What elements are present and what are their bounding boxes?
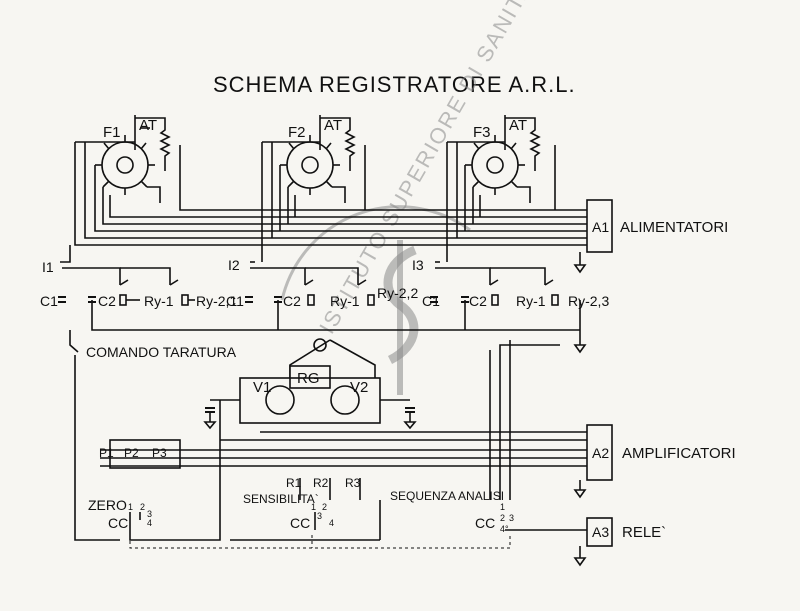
c1-label-1: C1 — [40, 293, 58, 309]
c2-label-1: C2 — [98, 293, 116, 309]
switch-label-3: I3 — [412, 257, 424, 273]
pot-r1: R1 — [286, 476, 302, 490]
watermark-text: ISTITUTO SUPERIORE DI SANITA — [314, 0, 537, 338]
cc2-pos3: 3 — [317, 511, 322, 521]
ry1-label-3: Ry-1 — [516, 293, 546, 309]
schematic-title: SCHEMA REGISTRATORE A.R.L. — [213, 72, 576, 97]
switch-label-1: I1 — [42, 259, 54, 275]
cc2-pos1: 1 — [311, 502, 316, 512]
ry2-label-3: Ry-2,3 — [568, 293, 609, 309]
zero-label: ZERO — [88, 497, 127, 513]
supply-label-3: AT — [509, 117, 527, 134]
filament-label-1: F1 — [103, 124, 121, 141]
supply-label-1: AT — [139, 117, 157, 134]
watermark-seal: ISTITUTO SUPERIORE DI SANITA — [280, 0, 538, 395]
cc1-pos2: 2 — [140, 502, 145, 512]
sens-label: SENSIBILITA` — [243, 492, 319, 506]
seq-label: SEQUENZA ANALISI — [390, 489, 504, 503]
c1-label-3: C1 — [422, 293, 440, 309]
comando-label: COMANDO TARATURA — [86, 344, 237, 360]
pot-p2: P2 — [124, 446, 139, 460]
stage-3 — [430, 115, 587, 354]
ry1-label-2: Ry-1 — [330, 293, 360, 309]
supply-label-2: AT — [324, 117, 342, 134]
c2-label-2: C2 — [283, 293, 301, 309]
cc3-pos1: 1 — [500, 502, 505, 512]
cc1-pos1: 1 — [128, 502, 133, 512]
pot-r2: R2 — [313, 476, 329, 490]
c1-label-2: C1 — [226, 293, 244, 309]
pot-r3: R3 — [345, 476, 361, 490]
cc3-pos2: 2 — [500, 513, 505, 523]
a3-block — [586, 517, 613, 547]
v1-label: V1 — [253, 379, 271, 396]
pot-p1: P1 — [99, 446, 114, 460]
stage-1 — [58, 115, 587, 331]
cc1-pos4: 4 — [147, 518, 152, 528]
cc-label-3: CC — [475, 515, 495, 531]
filament-label-3: F3 — [473, 124, 491, 141]
ry2-label-2: Ry-2,2 — [377, 285, 418, 301]
switch-label-2: I2 — [228, 257, 240, 273]
a2-block — [586, 424, 613, 481]
a1-block — [586, 199, 613, 253]
rg-meter — [289, 365, 331, 389]
a2-id: A2 — [592, 445, 609, 461]
cc1-pos3: 3 — [147, 509, 152, 519]
a3-id: A3 — [592, 524, 609, 540]
p-pot-box — [109, 439, 181, 469]
a2-label: AMPLIFICATORI — [622, 445, 736, 462]
ry1-label-1: Ry-1 — [144, 293, 174, 309]
cc2-pos2: 2 — [322, 502, 327, 512]
cc-label-1: CC — [108, 515, 128, 531]
cc3-pos3: 3 — [509, 513, 514, 523]
c2-label-3: C2 — [469, 293, 487, 309]
cc2-pos4: 4 — [329, 518, 334, 528]
v2-label: V2 — [350, 379, 368, 396]
a1-id: A1 — [592, 219, 609, 235]
pot-p3: P3 — [152, 446, 167, 460]
filament-label-2: F2 — [288, 124, 306, 141]
cc3-pos4: 4° — [500, 524, 509, 534]
a3-label: RELE` — [622, 524, 666, 541]
cc-label-2: CC — [290, 515, 310, 531]
ry2-label-1: Ry-2,1 — [196, 293, 237, 309]
stage-2 — [245, 115, 375, 330]
a1-label: ALIMENTATORI — [620, 219, 728, 236]
